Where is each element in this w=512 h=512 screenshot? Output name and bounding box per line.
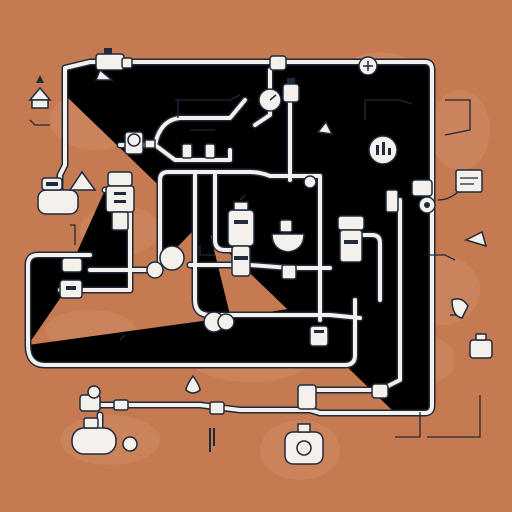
tank-icon xyxy=(37,170,97,215)
meter-icon xyxy=(309,325,329,347)
faucet-icon xyxy=(271,175,317,280)
pump-icon xyxy=(105,171,135,231)
meter-icon xyxy=(209,423,324,465)
meter-icon xyxy=(358,56,378,76)
toolbox-icon xyxy=(451,298,493,359)
document-icon xyxy=(368,135,483,193)
coil-fitting xyxy=(146,245,235,333)
valve-icon xyxy=(59,257,83,299)
boiler-icon xyxy=(227,201,255,277)
pressure-gauge-icon xyxy=(258,55,300,112)
filter-icon xyxy=(337,179,436,263)
house-icon xyxy=(28,75,52,109)
tank-icon xyxy=(71,417,138,455)
valve-icon xyxy=(94,48,133,81)
pump-icon xyxy=(79,383,389,415)
water-drop-icon xyxy=(185,374,201,394)
gear-icon xyxy=(124,131,216,159)
warning-triangle-icon xyxy=(316,120,488,248)
